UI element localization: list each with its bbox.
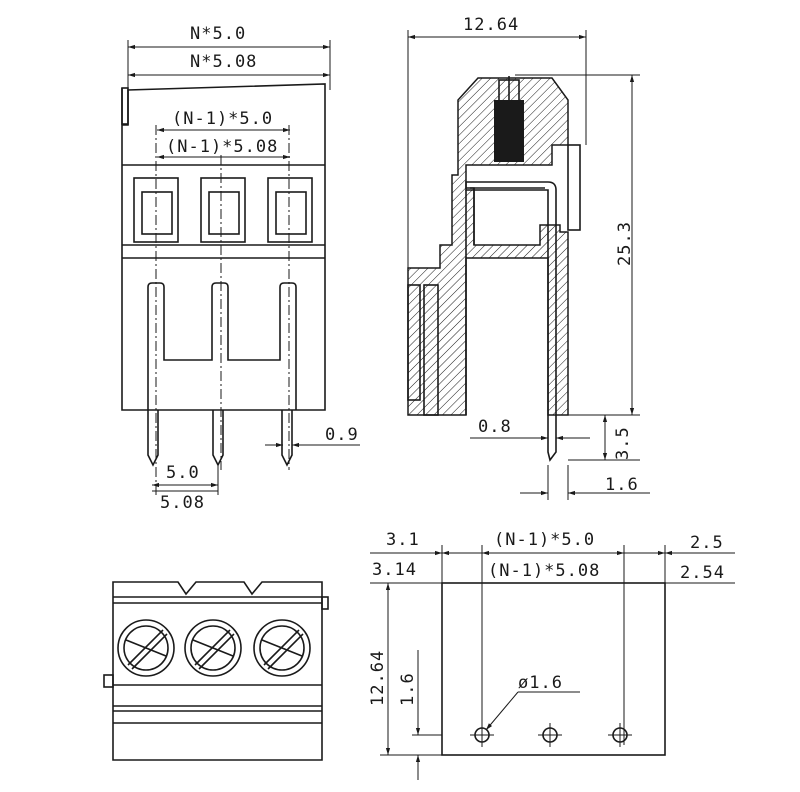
dim-left-edge-a: 3.1 bbox=[386, 530, 420, 550]
front-body-outline bbox=[121, 83, 326, 411]
dim-pin-offset: 1.6 bbox=[605, 475, 639, 495]
dim-pitch-span-a: (N-1)*5.0 bbox=[172, 109, 273, 129]
dim-pin-length: 3.5 bbox=[613, 426, 633, 460]
dim-overall-b: N*5.08 bbox=[190, 52, 257, 72]
footprint-view: 3.1 3.14 (N-1)*5.0 (N-1)*5.08 2.5 2.54 1… bbox=[368, 530, 735, 780]
dim-right-edge-b: 2.54 bbox=[680, 563, 725, 583]
screw-icon bbox=[494, 76, 524, 162]
dim-depth: 12.64 bbox=[463, 15, 519, 35]
top-view bbox=[103, 581, 329, 761]
top-body-outline bbox=[112, 581, 323, 761]
footprint-outline bbox=[441, 582, 666, 756]
dim-pitch-b: 5.08 bbox=[160, 493, 205, 513]
front-view: N*5.0 N*5.08 (N-1)*5.0 (N-1)*5.08 bbox=[121, 24, 360, 513]
dim-pitch-a: 5.0 bbox=[166, 463, 200, 483]
dim-hole-offset: 1.6 bbox=[398, 672, 418, 706]
screw-heads bbox=[117, 619, 311, 677]
front-pins bbox=[147, 410, 293, 467]
side-view: 12.64 25.3 0.8 3.5 bbox=[407, 15, 650, 500]
dim-overall-a: N*5.0 bbox=[190, 24, 246, 44]
dim-span-b: (N-1)*5.08 bbox=[488, 561, 600, 581]
screw-openings bbox=[133, 177, 313, 243]
dim-pin-thickness: 0.8 bbox=[478, 417, 512, 437]
dim-pin-width: 0.9 bbox=[325, 425, 359, 445]
dim-hole-diameter: ø1.6 bbox=[518, 673, 563, 693]
dim-span-a: (N-1)*5.0 bbox=[494, 530, 595, 550]
dim-pitch-span-b: (N-1)*5.08 bbox=[166, 137, 278, 157]
dim-right-edge-a: 2.5 bbox=[690, 533, 724, 553]
dim-body-depth: 12.64 bbox=[368, 650, 388, 706]
dim-left-edge-b: 3.14 bbox=[372, 560, 417, 580]
dim-height: 25.3 bbox=[615, 221, 635, 266]
pcb-holes bbox=[470, 723, 632, 747]
side-body-section bbox=[407, 77, 569, 416]
